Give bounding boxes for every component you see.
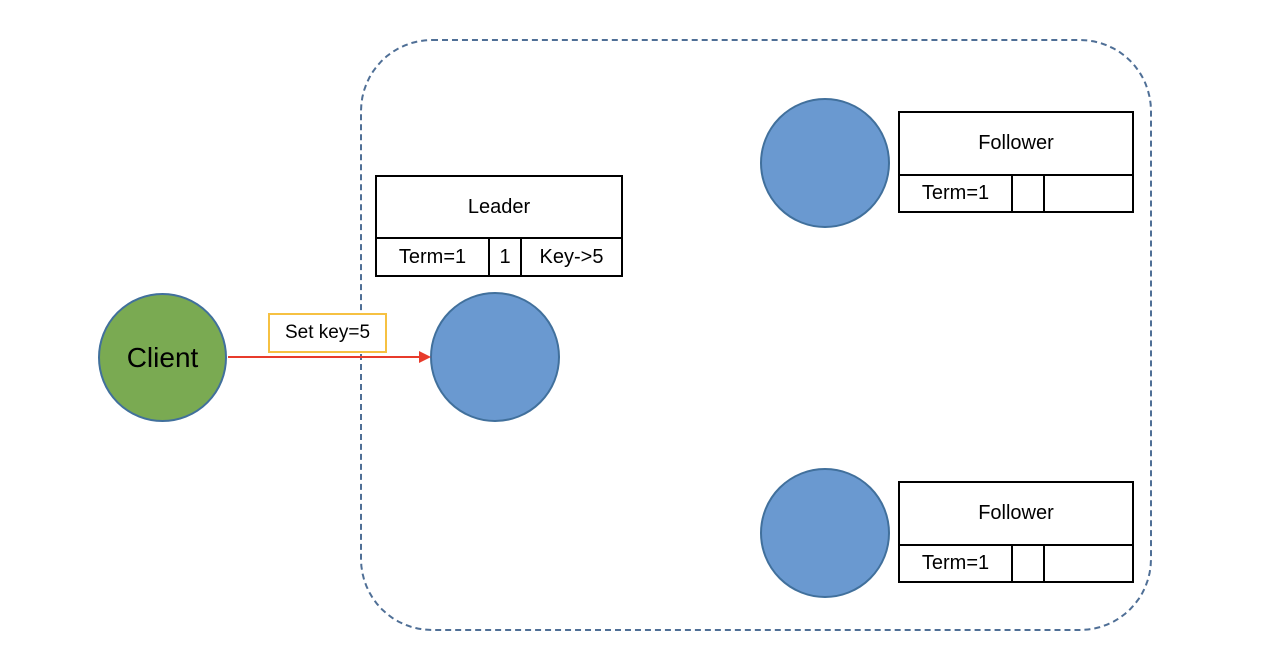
follower-log-box-1: Follower Term=1 — [898, 111, 1134, 213]
follower-title-2: Follower — [900, 483, 1132, 546]
follower-log-row-2: Term=1 — [900, 546, 1132, 581]
follower-log-index-1 — [1013, 176, 1045, 211]
follower-log-index-2 — [1013, 546, 1045, 581]
leader-title: Leader — [377, 177, 621, 239]
request-message-text: Set key=5 — [284, 322, 371, 343]
follower-log-row-1: Term=1 — [900, 176, 1132, 211]
leader-node — [430, 292, 560, 422]
client-label: Client — [126, 341, 199, 373]
follower-node-1 — [760, 98, 890, 228]
leader-log-row: Term=1 1 Key->5 — [377, 239, 621, 275]
leader-log-box: Leader Term=1 1 Key->5 — [375, 175, 623, 277]
follower-title-1: Follower — [900, 113, 1132, 176]
leader-log-entry: Key->5 — [539, 245, 604, 268]
follower-term-2: Term=1 — [900, 546, 1013, 581]
leader-log-index: 1 — [490, 239, 522, 275]
follower-log-box-2: Follower Term=1 — [898, 481, 1134, 583]
client-node: Client — [98, 293, 227, 422]
request-message-label: Set key=5 — [268, 313, 387, 353]
follower-node-2 — [760, 468, 890, 598]
follower-term-1: Term=1 — [900, 176, 1013, 211]
leader-term: Term=1 — [377, 239, 490, 275]
